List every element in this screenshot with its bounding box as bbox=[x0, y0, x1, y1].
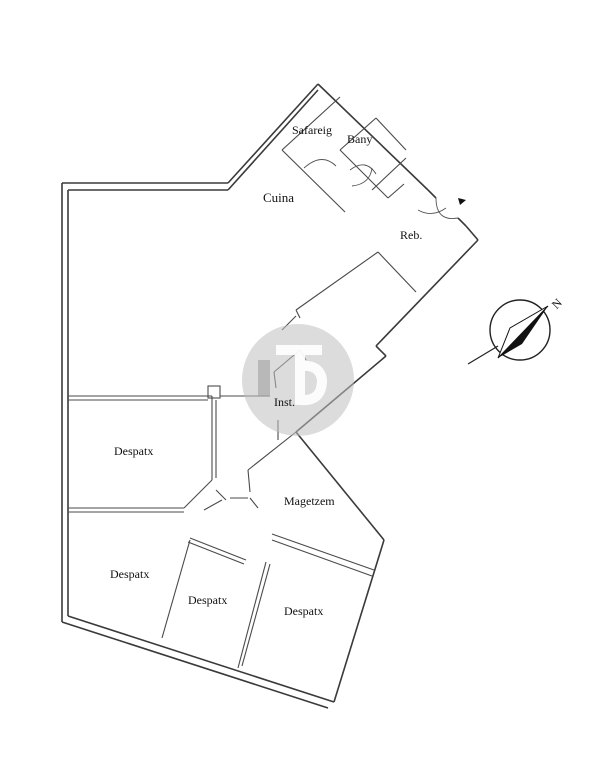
room-label-bany: Bany bbox=[347, 132, 372, 146]
room-label-despatx-3: Despatx bbox=[188, 593, 227, 607]
room-label-despatx-2: Despatx bbox=[110, 567, 149, 581]
room-label-safareig: Safareig bbox=[292, 123, 332, 137]
room-labels: Safareig Bany Cuina Reb. Inst. Despatx M… bbox=[110, 123, 422, 618]
room-label-cuina: Cuina bbox=[263, 190, 294, 205]
entrance-arrow-icon bbox=[458, 198, 466, 205]
room-label-inst: Inst. bbox=[274, 395, 295, 409]
agency-logo-watermark bbox=[242, 324, 354, 436]
room-label-magetzem: Magetzem bbox=[284, 494, 335, 508]
room-label-reb: Reb. bbox=[400, 228, 422, 242]
north-arrow-icon: N bbox=[467, 296, 565, 365]
door-swings bbox=[303, 159, 459, 220]
compass-north-label: N bbox=[549, 296, 565, 312]
room-label-despatx-1: Despatx bbox=[114, 444, 153, 458]
room-label-despatx-4: Despatx bbox=[284, 604, 323, 618]
